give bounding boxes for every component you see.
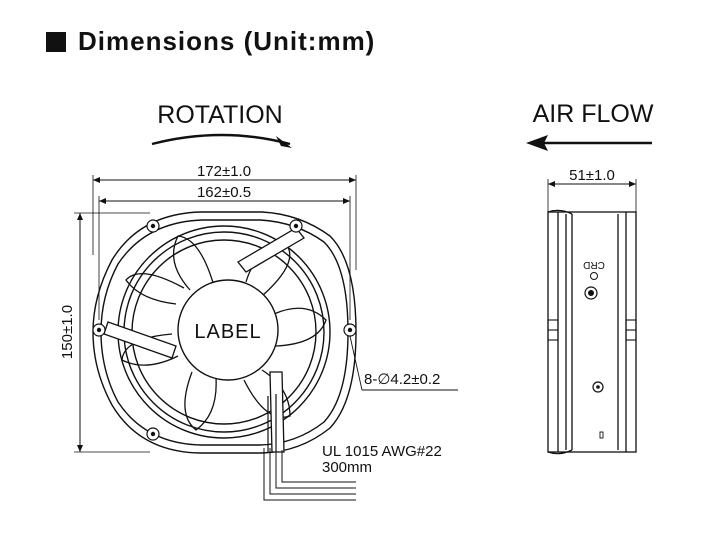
lead-wires bbox=[263, 394, 356, 501]
dim-depth: 51±1.0 bbox=[569, 167, 615, 184]
dim-height: 150±1.0 bbox=[59, 305, 76, 359]
side-screw bbox=[584, 286, 598, 300]
dim-outer-width: 172±1.0 bbox=[197, 163, 251, 180]
side-marking: CRD bbox=[583, 259, 605, 270]
wire-length: 300mm bbox=[322, 459, 372, 476]
fan-struts bbox=[103, 227, 305, 453]
heading-title: Dimensions (Unit:mm) bbox=[78, 26, 376, 56]
side-port bbox=[592, 381, 604, 393]
airflow-label: AIR FLOW bbox=[533, 100, 654, 128]
rotation-arrow-head bbox=[276, 136, 292, 148]
side-view: AIR FLOW 51±1.0 CRD bbox=[526, 100, 654, 455]
side-small-slot bbox=[599, 431, 604, 439]
mounting-hole-left bbox=[92, 323, 106, 337]
mounting-holes bbox=[92, 219, 357, 441]
dim-hole-spacing: 162±0.5 bbox=[197, 184, 251, 201]
wire-spec: UL 1015 AWG#22 bbox=[322, 443, 442, 460]
section-heading: Dimensions (Unit:mm) bbox=[46, 26, 375, 57]
front-view: ROTATION 172±1.0 162±0.5 150±1.0 bbox=[59, 101, 458, 501]
hole-note: 8-∅4.2±0.2 bbox=[364, 371, 440, 388]
mounting-hole-top-left bbox=[146, 219, 160, 233]
hub-label: LABEL bbox=[194, 321, 261, 343]
side-mount-tabs bbox=[547, 319, 637, 341]
airflow-arrow-head bbox=[526, 135, 548, 151]
mounting-hole-right bbox=[343, 323, 357, 337]
heading-square-bullet bbox=[46, 31, 66, 52]
rotation-label: ROTATION bbox=[157, 101, 282, 129]
ground-symbol-icon bbox=[590, 272, 598, 280]
fan-hub bbox=[177, 279, 279, 381]
hole-leader-line bbox=[349, 335, 363, 391]
mounting-hole-bottom-left bbox=[146, 427, 160, 441]
rotation-arrow bbox=[151, 133, 291, 146]
mounting-hole-top-right bbox=[289, 219, 303, 233]
side-housing bbox=[547, 209, 637, 455]
